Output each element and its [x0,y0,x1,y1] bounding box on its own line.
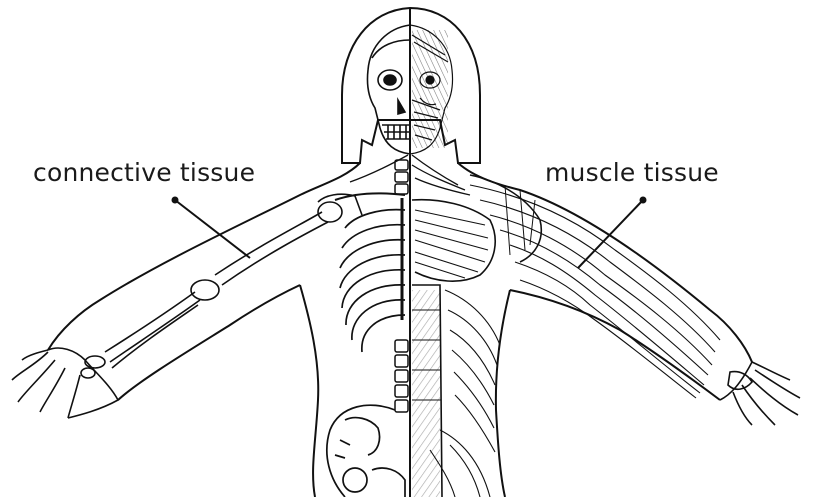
connective-pointer [172,197,251,259]
left-hand-bones [12,348,118,418]
body-outline [48,163,752,497]
torso-muscles [412,200,500,497]
right-hand-muscle [720,362,800,425]
ribcage [335,193,405,352]
left-arm-bones [105,194,362,368]
muscle-pointer [578,197,647,269]
connective-tissue-label: connective tissue [33,158,255,187]
muscle-tissue-label: muscle tissue [545,158,719,187]
face-muscles [410,25,453,154]
pelvis [327,405,405,497]
